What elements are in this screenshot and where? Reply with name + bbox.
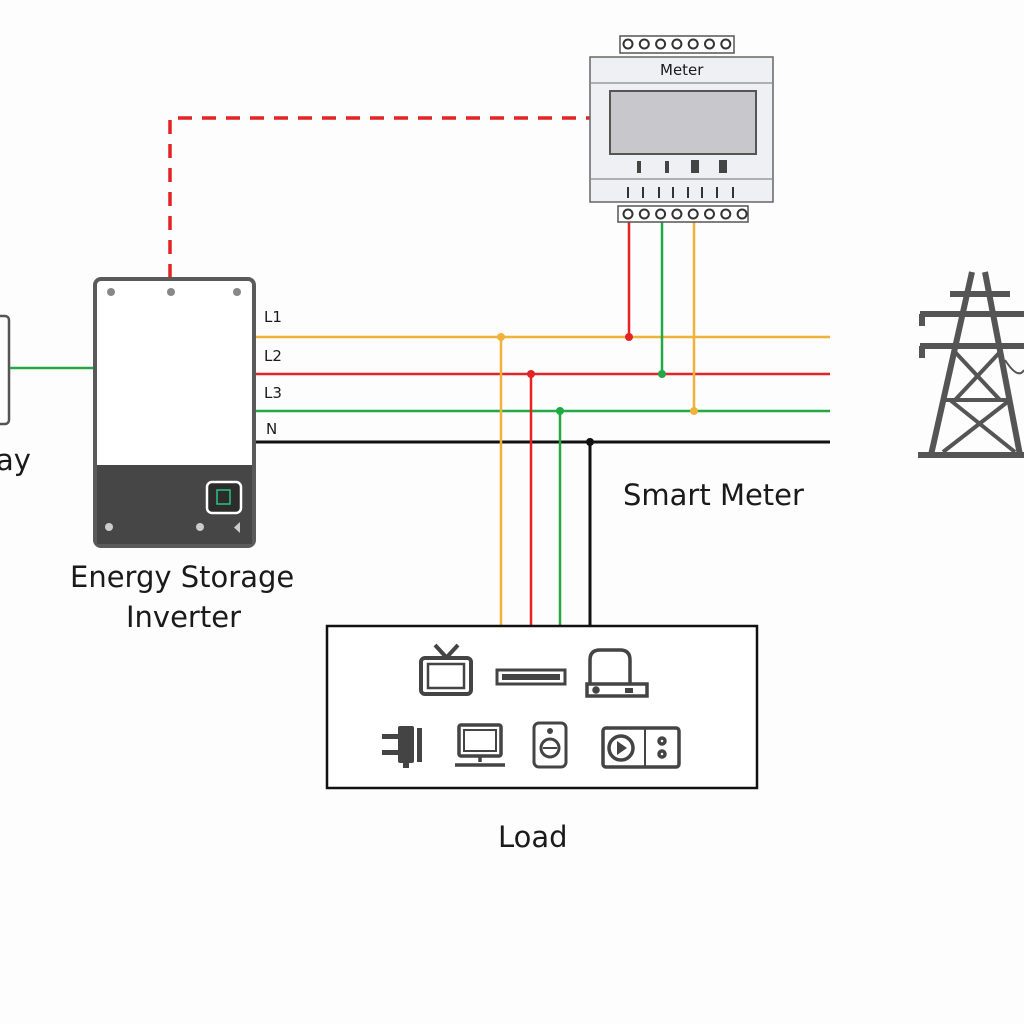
meter-ticks — [627, 187, 734, 198]
junction-dot — [690, 407, 698, 415]
gateway-label: ay — [0, 443, 31, 477]
computer-icon — [455, 723, 505, 767]
junction-dot — [658, 370, 666, 378]
line-label-n: N — [266, 420, 278, 438]
junction-dot — [556, 407, 564, 415]
line-label-l1: L1 — [264, 308, 282, 326]
router-icon — [585, 648, 649, 698]
terminal-screw — [704, 208, 715, 220]
junction-dot — [497, 333, 505, 341]
terminal-screw — [655, 208, 667, 220]
terminal-screw — [671, 208, 683, 220]
comm-link-dashed — [168, 116, 590, 278]
terminal-screw — [687, 208, 699, 220]
tv-icon — [419, 643, 473, 696]
heater-icon — [532, 721, 568, 769]
load-box — [325, 624, 759, 790]
plug-icon — [382, 726, 422, 768]
terminal-screw — [622, 208, 634, 220]
meter-terminal-block — [622, 208, 748, 220]
meter-device — [589, 35, 774, 223]
washing-machine-icon — [601, 726, 681, 769]
junction-dot — [527, 370, 535, 378]
meter-screen — [609, 90, 757, 155]
line-label-l2: L2 — [264, 347, 282, 365]
terminal-screw — [720, 38, 732, 50]
inverter-label-line2: Inverter — [126, 600, 241, 634]
terminal-screw — [638, 38, 650, 50]
smart-meter-label: Smart Meter — [623, 478, 804, 512]
terminal-screw — [736, 208, 748, 220]
meter-device-label: Meter — [660, 61, 704, 79]
inverter-display-icon — [205, 480, 243, 515]
terminal-screw — [687, 38, 699, 50]
transmission-tower-icon — [918, 271, 1024, 458]
junction-dot — [586, 438, 594, 446]
energy-storage-inverter — [93, 277, 256, 548]
terminal-screw — [622, 38, 634, 50]
meter-terminal-block — [622, 38, 732, 50]
terminal-screw — [671, 38, 683, 50]
inverter-label-line1: Energy Storage — [70, 560, 295, 594]
soundbar-icon — [495, 668, 567, 686]
terminal-screw — [655, 38, 667, 50]
line-label-l3: L3 — [264, 384, 282, 402]
terminal-screw — [720, 208, 732, 220]
load-label: Load — [498, 820, 568, 854]
junction-dot — [625, 333, 633, 341]
terminal-screw — [638, 208, 650, 220]
gateway-device — [0, 314, 11, 426]
terminal-screw — [704, 38, 715, 50]
